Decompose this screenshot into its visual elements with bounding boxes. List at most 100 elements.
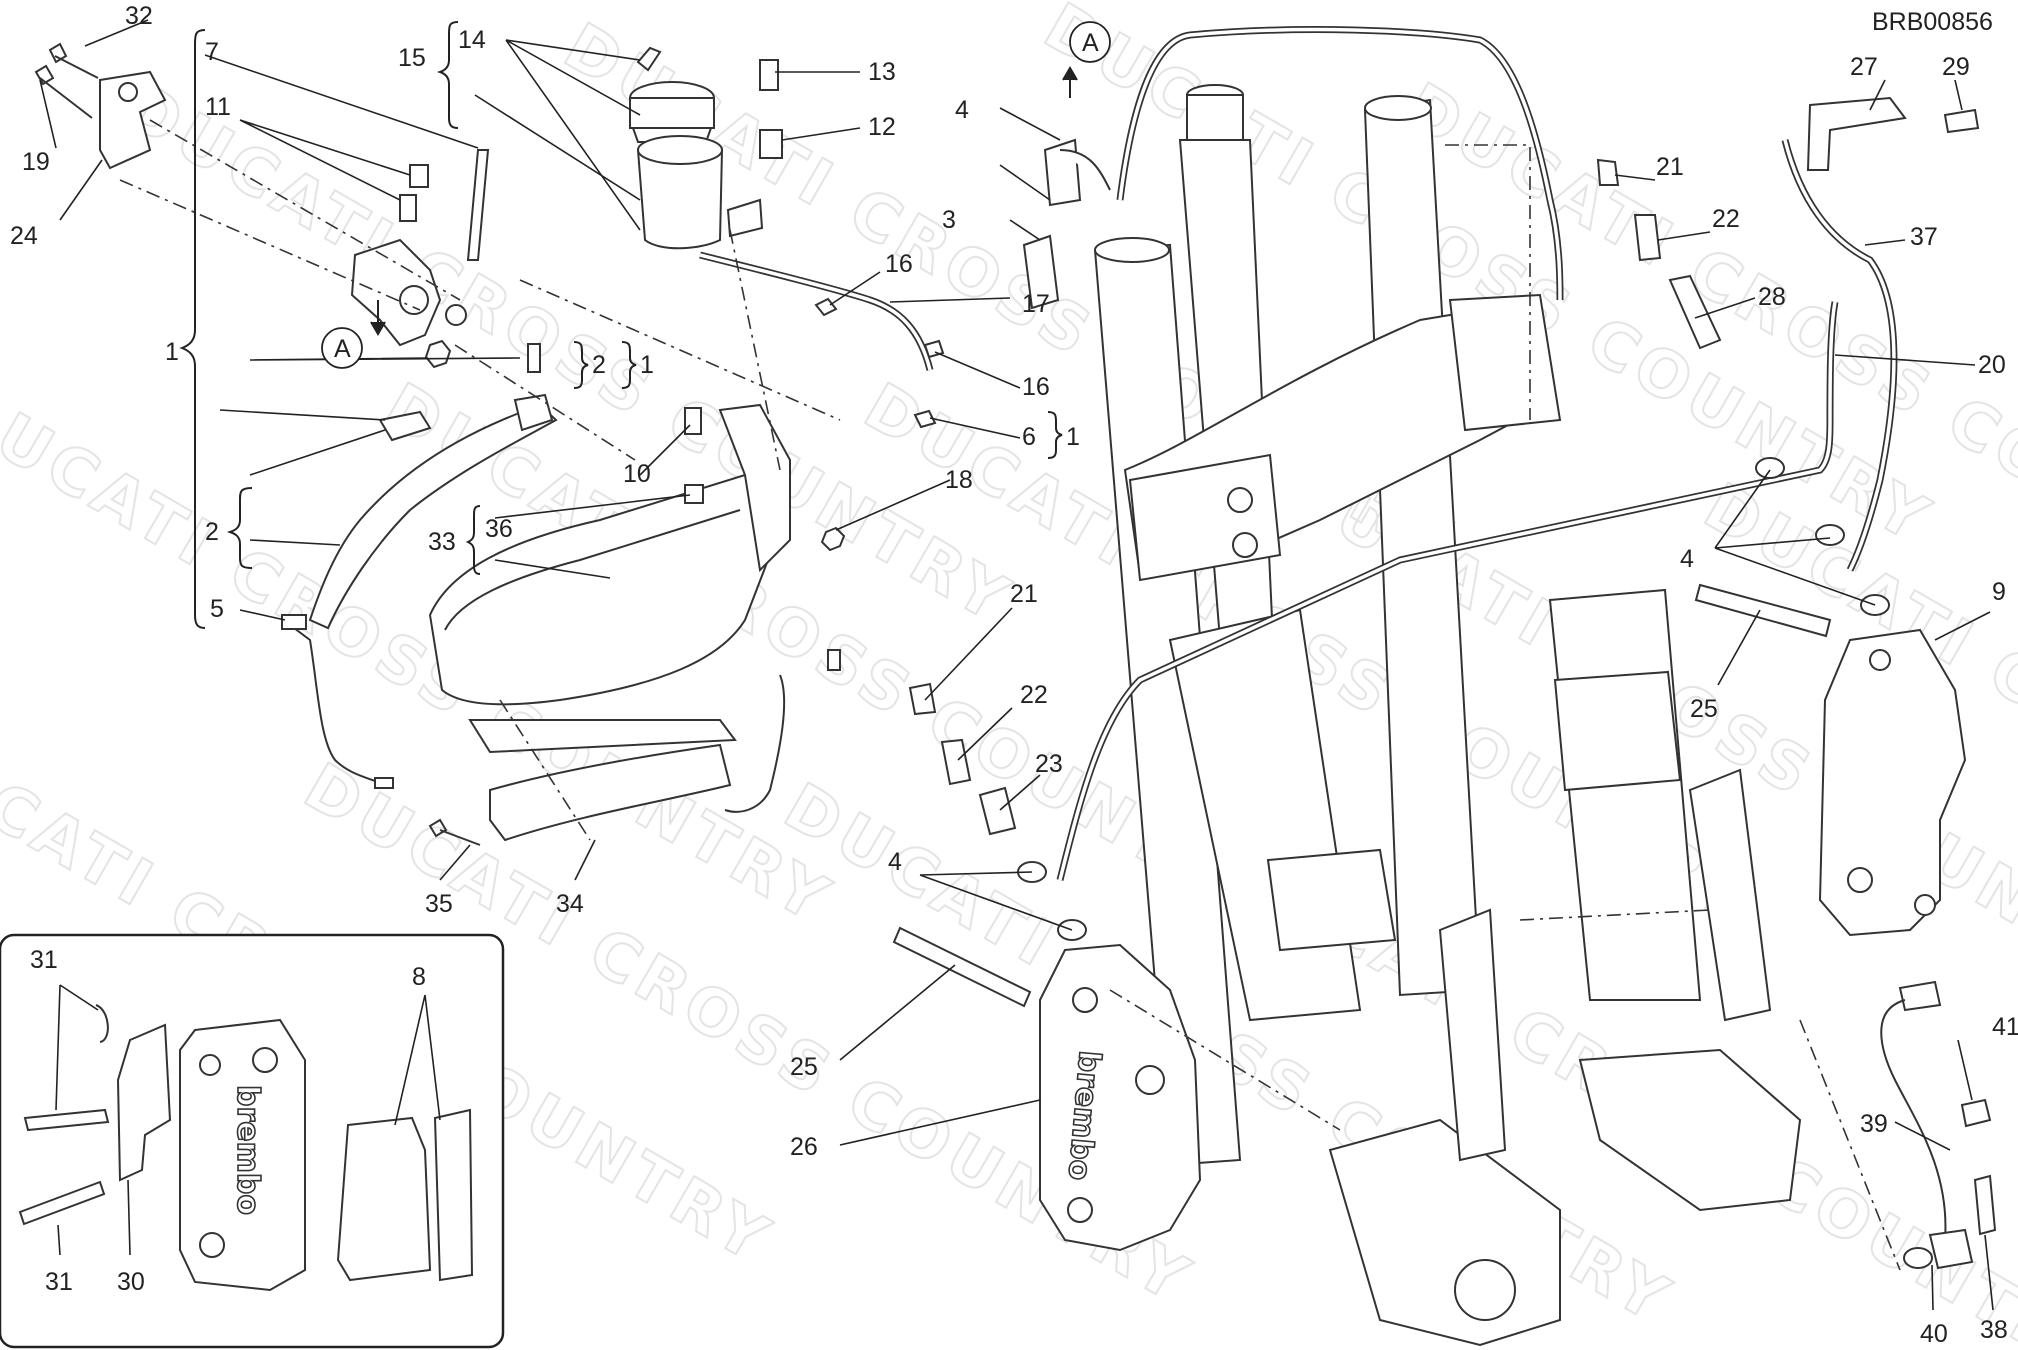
callout-10: 10 [623, 460, 651, 488]
callout-14: 14 [458, 26, 486, 54]
arrow-up-icon [1062, 66, 1078, 98]
bleed-valve-22 [1633, 214, 1662, 262]
callout-17: 17 [1022, 290, 1050, 318]
pin-31b [18, 1180, 106, 1226]
stop-switch-wire [289, 624, 386, 786]
brace-14-15 [436, 21, 459, 129]
leg-band-right [1553, 670, 1682, 792]
callout-3: 3 [942, 206, 956, 234]
turn-indicator [489, 743, 732, 842]
callout-31: 31 [30, 946, 58, 974]
screw-32 [48, 42, 99, 79]
callout-4: 4 [955, 96, 969, 124]
callout-12: 12 [868, 113, 896, 141]
banjo-bolt-23 [978, 786, 1017, 836]
pin-31a [23, 1108, 110, 1132]
brace-6-1 [1047, 411, 1063, 459]
caliper-bolt-right [1694, 583, 1832, 638]
brace-2-1 [573, 341, 589, 389]
callout-28: 28 [1758, 283, 1786, 311]
callout-8: 8 [412, 963, 426, 991]
clamp-block-right [1448, 293, 1562, 432]
leader-lines [39, 19, 1994, 1311]
mc-pivot [399, 285, 429, 315]
drawing-code: BRB00856 [1872, 8, 1993, 36]
brace-2-1b [621, 341, 637, 389]
callout-16: 16 [885, 250, 913, 278]
view-markers: A A [321, 21, 1111, 369]
nut [424, 339, 452, 369]
callout-1c: 1 [1066, 423, 1080, 451]
screw-10 [684, 407, 702, 435]
screw-19 [34, 64, 93, 119]
bleed-valve-22b [940, 738, 972, 786]
view-marker-label: A [1082, 29, 1099, 57]
callout-4b: 4 [888, 848, 902, 876]
r-clip [95, 1004, 109, 1043]
callout-18: 18 [945, 466, 973, 494]
pad-spring-30 [116, 1023, 172, 1182]
mc-mount [445, 304, 467, 326]
callout-4c: 4 [1680, 545, 1694, 573]
master-cylinder-assembly [34, 42, 558, 789]
braces [179, 21, 1063, 629]
screw-35 [428, 818, 481, 846]
callout-21: 21 [1656, 153, 1684, 181]
banjo-cap [409, 164, 429, 188]
brace-2 [226, 487, 253, 569]
pad-backing [433, 1108, 474, 1282]
reservoir-bracket [726, 198, 764, 238]
caliper-mount-right [1688, 768, 1772, 1022]
callout-34: 34 [556, 890, 584, 918]
callout-26: 26 [790, 1133, 818, 1161]
arrow-down-icon [370, 300, 386, 336]
callout-2b: 2 [592, 351, 606, 379]
banjo-bolt [399, 194, 417, 222]
nut-18 [820, 526, 846, 552]
reservoir-body [636, 149, 724, 250]
clamp-hole [118, 82, 138, 102]
callout-labels: BRB00856 32 19 24 7 11 1 2 5 15 14 13 12… [10, 2, 2018, 1348]
reservoir-assembly [629, 46, 945, 429]
callout-22b: 22 [1020, 681, 1048, 709]
banjo-bolt-3 [1022, 234, 1060, 310]
callout-23: 23 [1035, 750, 1063, 778]
hose-union-6 [913, 409, 937, 429]
cap-screw [636, 46, 662, 72]
nut-36 [684, 484, 704, 504]
brace-33 [465, 505, 481, 575]
hose-clamp-16a [814, 297, 838, 317]
callout-9: 9 [1992, 578, 2006, 606]
caliper-bolt-left [892, 926, 1032, 1008]
banjo-bolt-28 [1668, 274, 1722, 350]
callout-22: 22 [1712, 205, 1740, 233]
handguard-mount [718, 403, 791, 573]
reservoir-mouth [637, 135, 723, 165]
handguard-lower [468, 719, 737, 754]
axle-lug-right [1578, 1048, 1802, 1212]
callout-33: 33 [428, 528, 456, 556]
callout-39: 39 [1860, 1110, 1888, 1138]
axle-lug-left [1328, 1118, 1561, 1347]
washer [1755, 457, 1785, 479]
pivot-pin [466, 149, 490, 261]
view-marker-circle [321, 327, 363, 369]
stop-switch [527, 343, 541, 373]
callout-19: 19 [22, 148, 50, 176]
clip-41 [1960, 1098, 1992, 1128]
callout-1b: 1 [640, 351, 654, 379]
callout-25b: 25 [1690, 695, 1718, 723]
callout-37: 37 [1910, 223, 1938, 251]
indicator-wire [724, 674, 786, 813]
speed-sensor [1928, 1228, 1974, 1270]
callout-16b: 16 [1022, 373, 1050, 401]
callout-27: 27 [1850, 53, 1878, 81]
callout-21b: 21 [1010, 580, 1038, 608]
master-cylinder-body [350, 238, 442, 347]
callout-31b: 31 [45, 1268, 73, 1296]
callout-11: 11 [205, 93, 231, 121]
view-marker-label: A [334, 335, 351, 363]
assembly-lines [119, 119, 1901, 1271]
handguard-shell [428, 473, 772, 706]
